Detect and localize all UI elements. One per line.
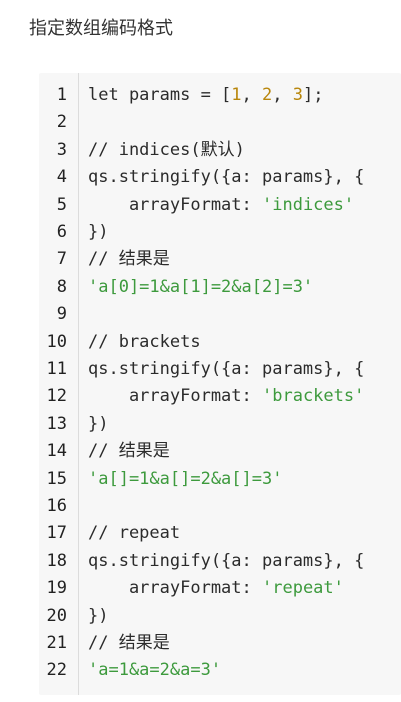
code-token: }): [88, 413, 109, 434]
line-number: 3: [56, 139, 67, 160]
line-number: 7: [56, 249, 67, 270]
code-text: arrayFormat: 'brackets': [88, 383, 364, 410]
code-line: 14 // 结果是: [39, 438, 401, 465]
code-token: ];: [303, 85, 324, 105]
code-token: arrayFormat:: [88, 578, 262, 599]
comment-token: // repeat: [88, 523, 181, 544]
code-text: arrayFormat: 'indices': [88, 192, 354, 219]
code-line: 7 // 结果是: [39, 246, 401, 273]
code-token: ,: [241, 85, 263, 105]
string-token: 'repeat': [262, 578, 344, 599]
section-heading: 指定数组编码格式: [29, 18, 173, 39]
line-number: 17: [46, 523, 67, 544]
code-line: 22 'a=1&a=2&a=3': [39, 657, 401, 684]
code-line: 17 // repeat: [39, 520, 401, 547]
string-token: 'brackets': [262, 386, 365, 407]
string-token: 'a[0]=1&a[1]=2&a[2]=3': [88, 276, 314, 297]
line-number: 1: [56, 85, 67, 105]
code-line: 13}): [39, 411, 401, 438]
code-line: 18 qs.stringify({a: params}, {: [39, 548, 401, 575]
number-token: 3: [292, 85, 304, 105]
code-token: qs.stringify({a: params}, {: [88, 167, 365, 188]
code-text: // brackets: [88, 329, 201, 356]
line-number: 8: [56, 276, 67, 297]
line-number: 11: [46, 359, 67, 379]
code-line: 5 arrayFormat: 'indices': [39, 192, 401, 219]
line-number: 20: [46, 605, 67, 626]
number-token: 2: [262, 85, 273, 105]
line-number: 4: [56, 167, 67, 188]
code-line: 11 qs.stringify({a: params}, {: [39, 356, 401, 383]
line-number: 19: [46, 578, 67, 599]
code-text: // 结果是: [88, 246, 170, 273]
code-token: arrayFormat:: [88, 386, 262, 407]
line-number: 6: [56, 222, 67, 242]
line-number: 21: [46, 633, 67, 653]
line-number: 22: [46, 660, 67, 681]
code-token: arrayFormat:: [88, 194, 262, 215]
line-number: 12: [46, 386, 67, 407]
code-line: 2: [39, 109, 401, 136]
code-text: // 结果是: [88, 630, 170, 657]
code-line: 16: [39, 493, 401, 520]
code-text: }): [88, 219, 108, 246]
code-text: arrayFormat: 'repeat': [88, 575, 344, 602]
line-number: 14: [46, 441, 67, 462]
comment-token: // indices(默认): [88, 139, 245, 160]
code-line: 9: [39, 301, 401, 328]
gutter-divider: [78, 73, 79, 695]
line-number: 16: [46, 496, 67, 516]
code-token: let params = [: [88, 85, 232, 105]
string-token: 'indices': [262, 194, 355, 215]
code-text: 'a=1&a=2&a=3': [88, 657, 221, 684]
comment-token: // 结果是: [88, 441, 170, 462]
code-text: }): [88, 411, 108, 438]
line-number: 9: [56, 304, 67, 325]
code-line: 4 qs.stringify({a: params}, {: [39, 164, 401, 191]
line-number: 2: [56, 112, 67, 133]
code-text: // indices(默认): [88, 137, 245, 164]
code-text: qs.stringify({a: params}, {: [88, 164, 364, 191]
code-line: 20}): [39, 603, 401, 630]
line-number: 5: [56, 194, 67, 215]
line-number: 15: [46, 468, 67, 489]
line-number: 10: [46, 331, 67, 352]
code-text: qs.stringify({a: params}, {: [88, 356, 364, 383]
code-line: 10 // brackets: [39, 329, 401, 356]
code-text: // repeat: [88, 520, 180, 547]
comment-token: // brackets: [88, 331, 201, 352]
comment-token: // 结果是: [88, 249, 170, 270]
code-text: }): [88, 603, 108, 630]
code-token: }): [88, 222, 109, 242]
code-text: let params = [1, 2, 3];: [88, 82, 324, 109]
code-text: 'a[0]=1&a[1]=2&a[2]=3': [88, 274, 313, 301]
code-line: 3 // indices(默认): [39, 137, 401, 164]
string-token: 'a=1&a=2&a=3': [88, 660, 222, 681]
comment-token: // 结果是: [88, 633, 170, 653]
code-text: 'a[]=1&a[]=2&a[]=3': [88, 466, 282, 493]
number-token: 1: [231, 85, 242, 105]
code-line: 6}): [39, 219, 401, 246]
code-token: ,: [272, 85, 293, 105]
code-text: // 结果是: [88, 438, 170, 465]
string-token: 'a[]=1&a[]=2&a[]=3': [88, 468, 283, 489]
line-number: 18: [46, 550, 67, 571]
code-line: 21 // 结果是: [39, 630, 401, 657]
code-token: qs.stringify({a: params}, {: [88, 359, 365, 379]
code-token: }): [88, 605, 109, 626]
code-line: 8 'a[0]=1&a[1]=2&a[2]=3': [39, 274, 401, 301]
code-text: qs.stringify({a: params}, {: [88, 548, 364, 575]
code-line: 19 arrayFormat: 'repeat': [39, 575, 401, 602]
code-line: 15 'a[]=1&a[]=2&a[]=3': [39, 466, 401, 493]
line-number: 13: [46, 413, 67, 434]
code-token: qs.stringify({a: params}, {: [88, 550, 365, 571]
code-line: 12 arrayFormat: 'brackets': [39, 383, 401, 410]
